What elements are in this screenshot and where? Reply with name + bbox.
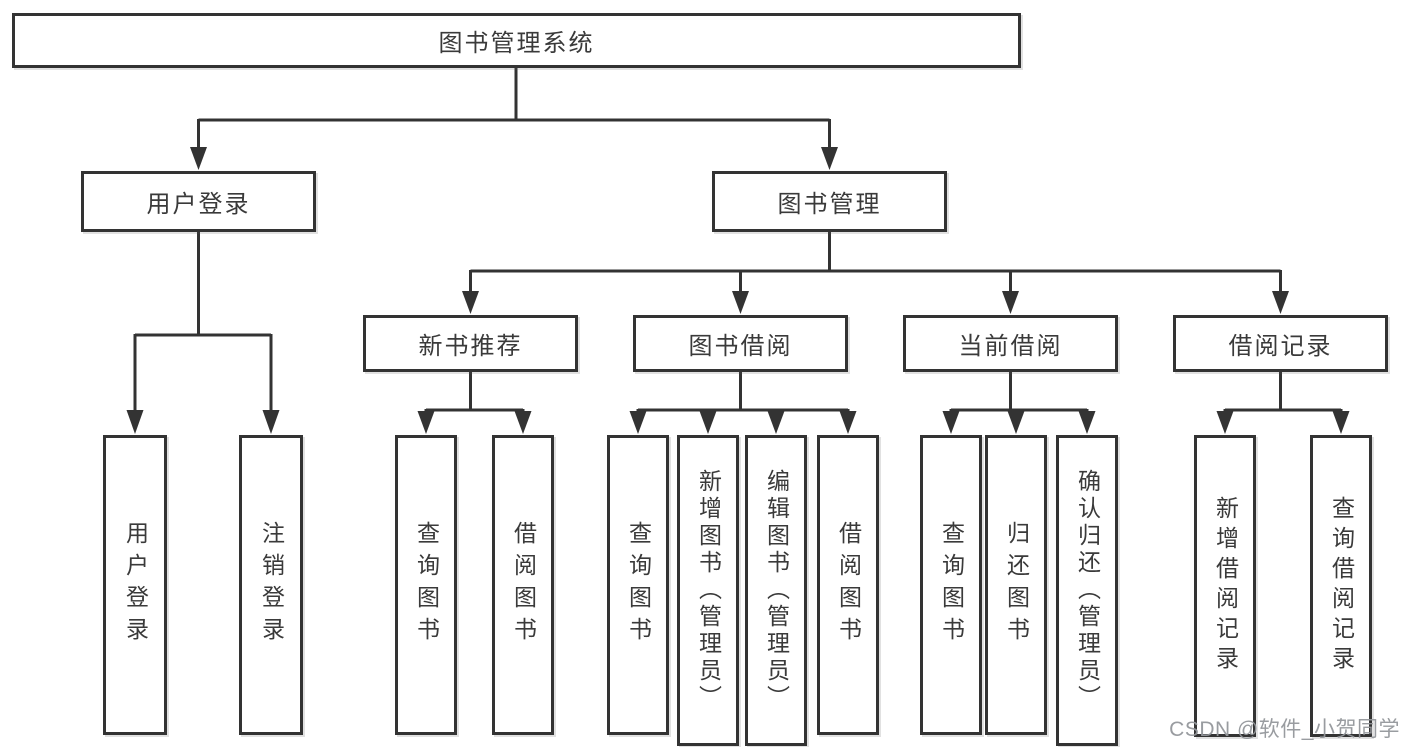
connector-new-books-branch: [417, 371, 532, 434]
leaf-logout: 注销登录: [239, 435, 303, 735]
leaf-current-confirm-return-admin: 确认归还（管理员）: [1056, 435, 1118, 746]
node-book-borrowing: 图书借阅: [633, 315, 848, 372]
arrowhead-down-icon: [821, 147, 838, 170]
leaf-borrowing-borrow-books: 借阅图书: [817, 435, 879, 735]
leaf-borrowing-add-books-admin: 新增图书（管理员）: [677, 435, 739, 746]
arrowhead-down-icon: [1002, 291, 1019, 314]
arrowhead-down-icon: [1332, 411, 1350, 434]
node-borrowing-records: 借阅记录: [1173, 315, 1388, 372]
arrowhead-down-icon: [629, 411, 647, 434]
arrowhead-down-icon: [262, 410, 280, 434]
arrowhead-down-icon: [839, 411, 857, 434]
arrowhead-down-icon: [1272, 291, 1289, 314]
leaf-newbooks-borrow-books: 借阅图书: [492, 435, 554, 735]
connector-root-to-level2: [190, 67, 838, 170]
arrowhead-down-icon: [190, 147, 207, 170]
node-library-management-system: 图书管理系统: [12, 13, 1021, 68]
arrowhead-down-icon: [732, 291, 749, 314]
arrowhead-down-icon: [942, 411, 960, 434]
arrowhead-down-icon: [514, 411, 532, 434]
connector-book-mgmt-to-level3: [462, 231, 1289, 314]
arrowhead-down-icon: [699, 411, 717, 434]
leaf-records-query-record: 查询借阅记录: [1310, 435, 1372, 737]
leaf-borrowing-query-books: 查询图书: [607, 435, 669, 735]
arrowhead-down-icon: [1216, 411, 1234, 434]
leaf-newbooks-query-books: 查询图书: [395, 435, 457, 735]
connector-book-borrow-branch: [629, 371, 857, 434]
leaf-user-login: 用户登录: [103, 435, 167, 735]
node-new-book-recommendation: 新书推荐: [363, 315, 578, 372]
connector-user-login-branch: [126, 231, 280, 434]
arrowhead-down-icon: [1007, 411, 1025, 434]
leaf-current-return-books: 归还图书: [985, 435, 1047, 735]
connector-borrow-records-branch: [1216, 371, 1350, 434]
connector-current-borrow-branch: [942, 371, 1096, 434]
arrowhead-down-icon: [767, 411, 785, 434]
leaf-borrowing-edit-books-admin: 编辑图书（管理员）: [745, 435, 807, 746]
leaf-current-query-books: 查询图书: [920, 435, 982, 735]
csdn-watermark: CSDN @软件_小贺同学: [1169, 718, 1400, 741]
arrowhead-down-icon: [126, 410, 144, 434]
arrowhead-down-icon: [1078, 411, 1096, 434]
arrowhead-down-icon: [417, 411, 435, 434]
leaf-records-add-record: 新增借阅记录: [1194, 435, 1256, 737]
arrowhead-down-icon: [462, 291, 479, 314]
node-book-management: 图书管理: [712, 171, 947, 232]
node-current-borrowing: 当前借阅: [903, 315, 1118, 372]
node-user-login: 用户登录: [81, 171, 316, 232]
